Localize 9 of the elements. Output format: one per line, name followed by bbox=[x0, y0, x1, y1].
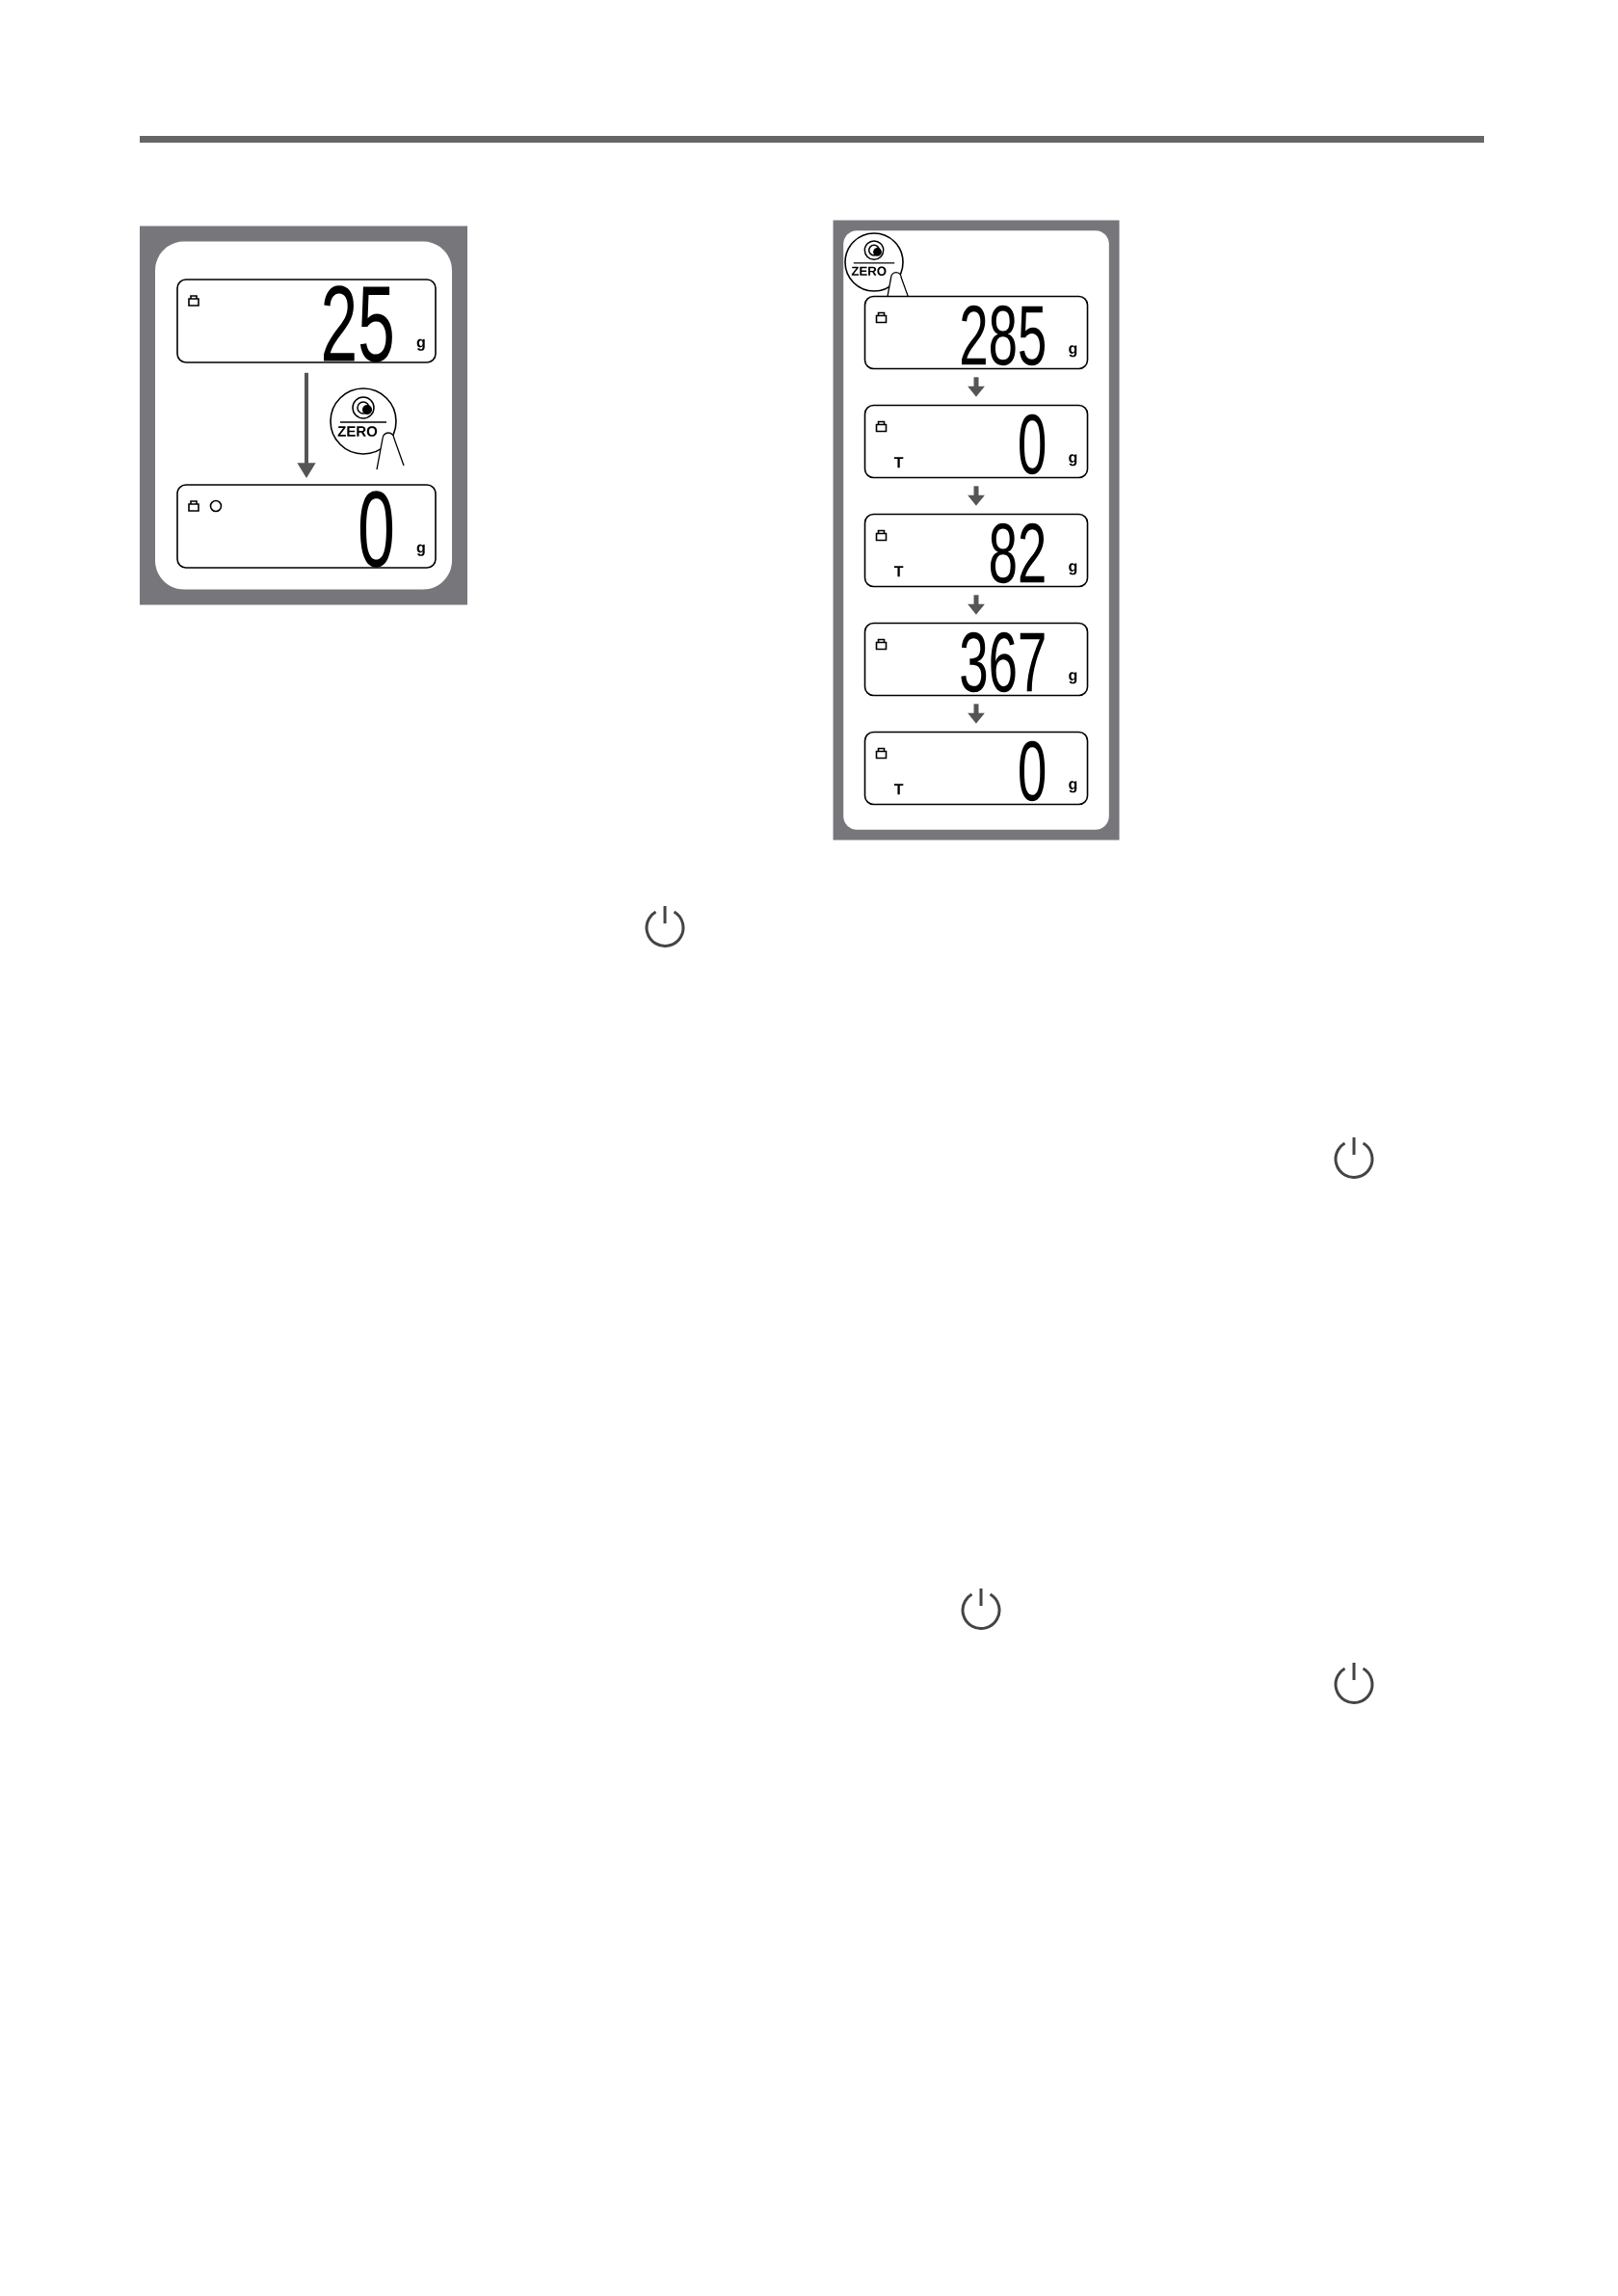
lcd-display: T 82 g bbox=[863, 513, 1089, 588]
lcd-display: T 0 g bbox=[863, 731, 1089, 806]
zero-button: ZERO bbox=[330, 387, 397, 455]
lcd-display: 25 g bbox=[176, 279, 437, 363]
lcd-display: 285 g bbox=[863, 295, 1089, 370]
lcd-display: 0 g bbox=[176, 484, 437, 569]
lcd-display: T 0 g bbox=[863, 404, 1089, 479]
lcd-display: 367 g bbox=[863, 622, 1089, 697]
zero-button: ZERO bbox=[844, 232, 904, 292]
